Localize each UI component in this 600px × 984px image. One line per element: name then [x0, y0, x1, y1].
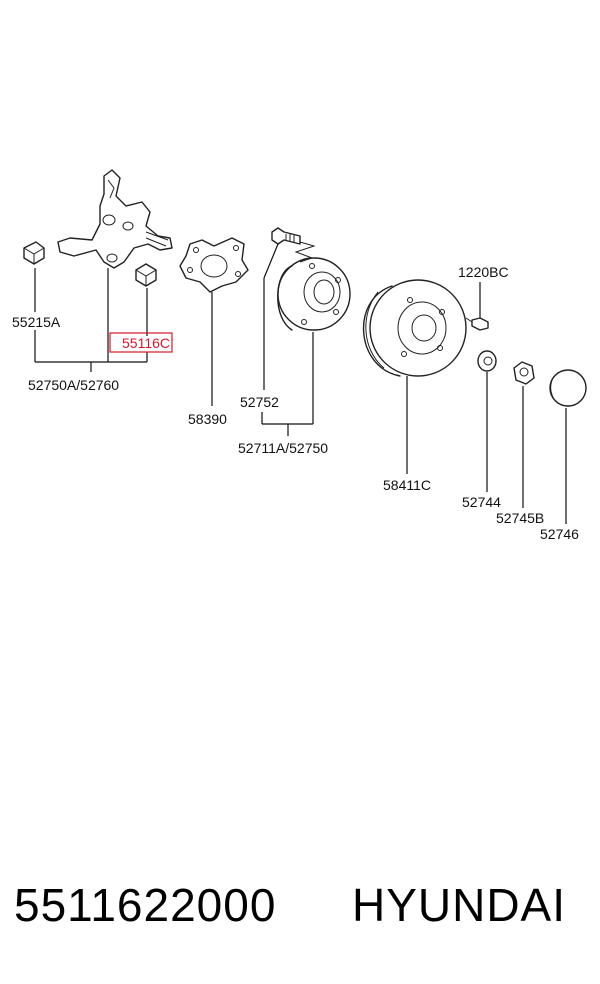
label-52746[interactable]: 52746	[540, 526, 579, 542]
bushing-55116c-drawing	[135, 263, 157, 287]
highlight-box	[109, 332, 173, 353]
gasket-58390-drawing	[179, 237, 249, 293]
washer-52744-drawing	[477, 350, 497, 372]
footer: 5511622000 HYUNDAI	[0, 872, 600, 952]
hub-bolt-52752-drawing	[271, 227, 316, 263]
label-52752[interactable]: 52752	[240, 394, 279, 410]
label-52745b[interactable]: 52745B	[496, 510, 544, 526]
label-1220bc[interactable]: 1220BC	[458, 264, 509, 280]
screw-1220bc-drawing	[465, 317, 489, 331]
label-55215a[interactable]: 55215A	[12, 314, 61, 330]
label-58390[interactable]: 58390	[188, 411, 227, 427]
brand-name: HYUNDAI	[352, 879, 567, 931]
brake-drum-drawing	[362, 279, 467, 377]
wheel-hub-drawing	[277, 257, 351, 331]
steering-knuckle-drawing	[57, 169, 173, 269]
label-52750a-52760[interactable]: 52750A/52760	[28, 377, 119, 393]
bushing-55215a-drawing	[23, 241, 45, 265]
nut-52745b-drawing	[513, 361, 535, 385]
label-55116c[interactable]: 55116C	[122, 335, 170, 351]
cap-52746-drawing	[549, 369, 587, 407]
label-52711a-52750[interactable]: 52711A/52750	[238, 440, 328, 456]
leader-lines	[34, 243, 567, 524]
part-number: 5511622000	[14, 879, 277, 931]
label-52744[interactable]: 52744	[462, 494, 501, 510]
label-58411c[interactable]: 58411C	[383, 477, 431, 493]
